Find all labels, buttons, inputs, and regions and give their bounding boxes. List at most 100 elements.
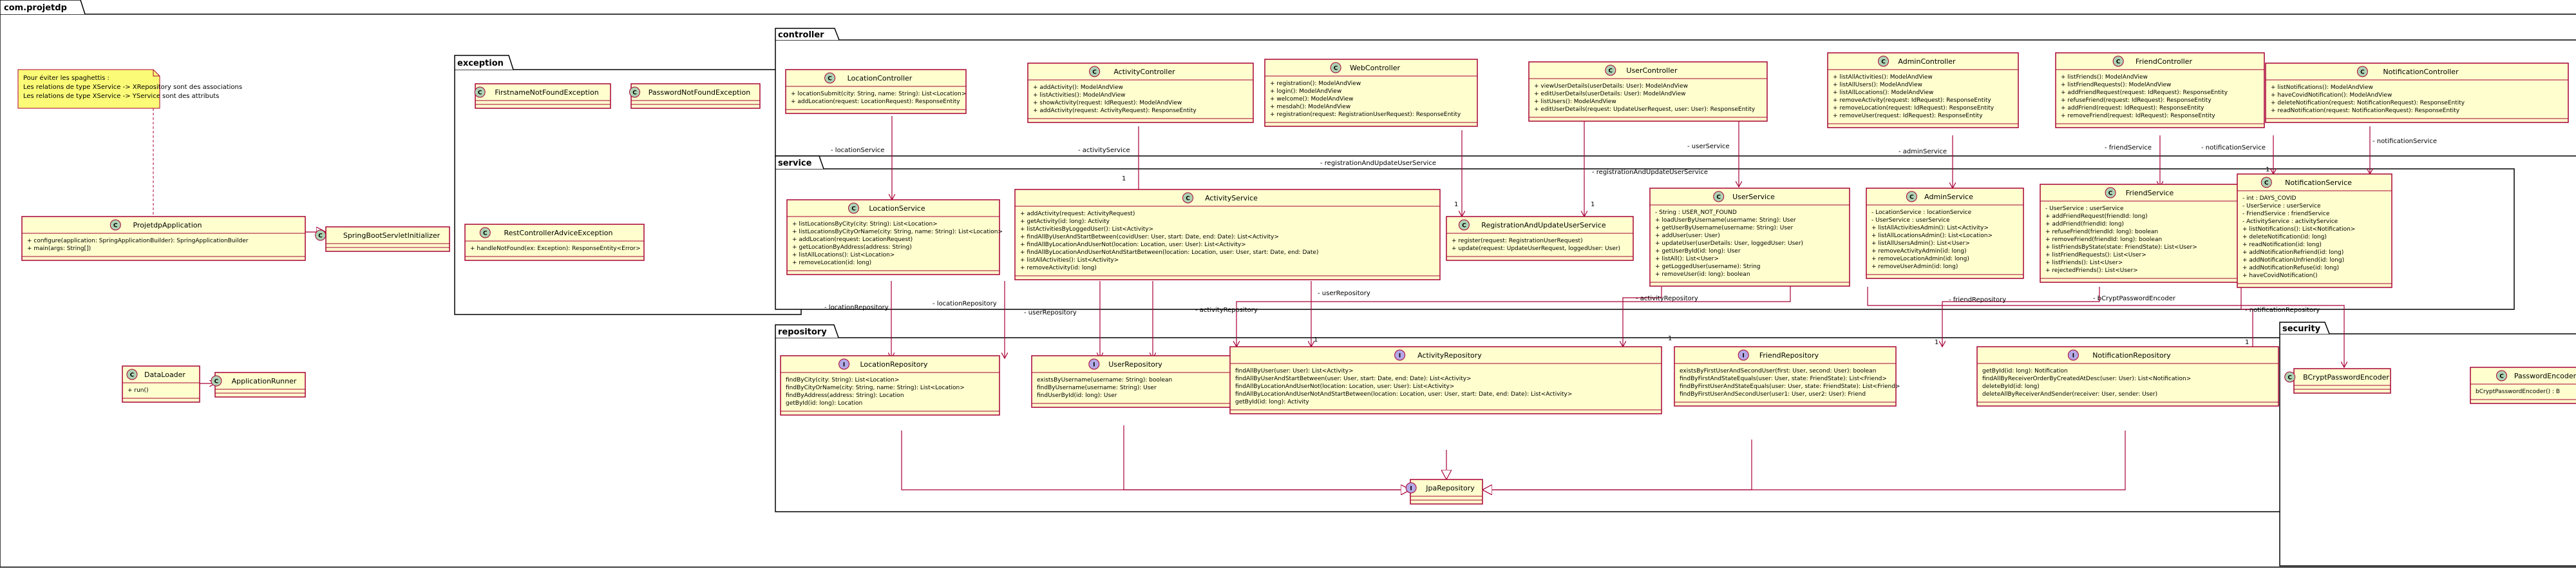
class-member: + update(request: UpdateUserRequest, log…: [1452, 246, 1620, 252]
stereotype-letter: C: [851, 206, 856, 213]
class-member: + addLocation(request: LocationRequest): [792, 237, 913, 243]
class-member: bCryptPasswordEncoder() : B: [2476, 389, 2560, 395]
interface-icon: [2067, 349, 2079, 361]
class-member: + showActivity(request: IdRequest): Mode…: [1033, 100, 1182, 106]
class-member: + getUserByUsername(username: String): U…: [1655, 225, 1794, 231]
class-box: [1446, 216, 1634, 261]
interface-icon: [1088, 358, 1100, 370]
class-name: WebController: [1350, 64, 1401, 72]
class-member: + removeLocation(id: long): [792, 260, 871, 266]
multiplicity-label: 1: [1591, 201, 1595, 208]
class-icon: [2112, 55, 2124, 67]
class-member: + locationSubmit(city: String, name: Str…: [791, 91, 966, 97]
class-member: getById(id: long): Notification: [1982, 368, 2068, 374]
stereotype-letter: I: [1410, 486, 1412, 492]
stereotype-letter: C: [2116, 59, 2121, 66]
class-box: [1827, 52, 2019, 128]
multiplicity-label: 1: [1935, 339, 1938, 346]
class-member: + removeLocation(request: IdRequest): Re…: [1833, 105, 1994, 111]
package-title: security: [2282, 324, 2321, 334]
association-edge: [1623, 287, 1662, 347]
class-name: PasswordEncoder: [2514, 372, 2576, 380]
stereotype-letter: I: [1399, 353, 1401, 360]
class-icon: [126, 369, 138, 380]
class-member: + getUserById(id: long): User: [1655, 248, 1741, 255]
class-member: + listFriends(): ModelAndView: [2061, 74, 2148, 81]
class-member: + addActivity(request: ActivityRequest): [1020, 211, 1135, 217]
class-icon: [848, 202, 859, 214]
class-icon: [1605, 64, 1616, 76]
class-icon: [824, 72, 836, 84]
class-member: + refuseFriend(request: IdRequest): Resp…: [2061, 97, 2211, 104]
edge-label: - activityRepository: [1195, 307, 1258, 314]
class-member: + addFriendRequest(request: IdRequest): …: [2061, 90, 2228, 96]
edge-label: - registrationAndUpdateUserService: [1592, 169, 1708, 176]
class-icon: [629, 86, 640, 98]
class-member: + addFriend(friendId: long): [2045, 221, 2124, 227]
class-icon: [2356, 66, 2368, 77]
interface-icon: [838, 358, 850, 370]
class-name: FriendRepository: [1759, 351, 1819, 360]
stereotype-letter: C: [113, 223, 118, 229]
class-box: [785, 69, 967, 114]
class-member: + getLocationByAddress(address: String): [792, 244, 912, 251]
package-title: service: [778, 159, 812, 168]
class-member: findByAddress(address: String): Location: [786, 392, 904, 399]
class-member: findUserById(id: long): User: [1037, 392, 1117, 399]
class-member: + listAllActivities(): List<Activity>: [1020, 257, 1119, 264]
class-icon: [2496, 370, 2507, 382]
class-member: - LocationService : locationService: [1871, 209, 1972, 216]
class-member: + findAllByUserAndStartBetween(covidUser…: [1020, 234, 1279, 240]
class-name: ApplicationRunner: [232, 377, 297, 385]
interface-icon: [1738, 349, 1749, 361]
class-member: + getActivity(id: long): Activity: [1020, 218, 1110, 225]
class-member: + removeActivityAdmin(id: long): [1871, 248, 1966, 255]
edge-label: - notificationRepository: [2245, 307, 2320, 314]
association-edge: [2240, 287, 2253, 356]
class-box: [2470, 367, 2576, 404]
class-member: - String : USER_NOT_FOUND: [1655, 209, 1737, 216]
class-member: + listAllUsers(): ModelAndView: [1833, 82, 1922, 88]
edge-label: - bCryptPasswordEncoder: [2093, 295, 2176, 302]
class-box: [21, 216, 306, 261]
class-name: ProjetdpApplication: [133, 221, 202, 229]
class-box: [2237, 173, 2392, 288]
class-member: findByUsername(username: String): User: [1037, 385, 1157, 391]
class-member: + addNotificationRefuse(id: long): [2242, 265, 2339, 271]
relation-labels: - locationService - activityService - re…: [824, 138, 2437, 374]
class-member: + listNotifications(): List<Notification…: [2242, 226, 2355, 233]
class-name: RestControllerAdviceException: [504, 229, 613, 237]
class-name: DataLoader: [144, 371, 185, 379]
class-box: [780, 355, 1000, 416]
inheritance-edge: [1482, 431, 2126, 490]
class-icon: [474, 86, 486, 98]
class-box: [1027, 63, 1254, 123]
class-member: deleteAllByReceiverAndSender(receiver: U…: [1982, 391, 2157, 398]
package-title: exception: [457, 59, 504, 68]
multiplicity-label: 1: [1668, 335, 1672, 342]
class-member: + editUserDetails(request: UpdateUserReq…: [1534, 106, 1756, 113]
class-member: + listLocationsByCityOrName(city: String…: [792, 229, 1003, 235]
class-name: ActivityController: [1113, 68, 1175, 76]
stereotype-letter: I: [1093, 362, 1095, 369]
class-member: + addNotificationUnfriend(id: long): [2242, 257, 2344, 264]
class-member: + listActivitiesByLoggedUser(): List<Act…: [1020, 226, 1153, 233]
class-member: + addActivity(request: ActivityRequest):…: [1033, 108, 1197, 114]
class-member: + removeUser(id: long): boolean: [1655, 271, 1750, 278]
stereotype-letter: C: [1716, 195, 1721, 201]
association-edge: [1942, 287, 2100, 347]
class-icon: [1182, 192, 1193, 204]
class-box: [786, 199, 1000, 275]
edge-label: - locationRepository: [824, 304, 889, 311]
class-box: [1031, 355, 1232, 408]
stereotype-letter: I: [843, 362, 845, 369]
